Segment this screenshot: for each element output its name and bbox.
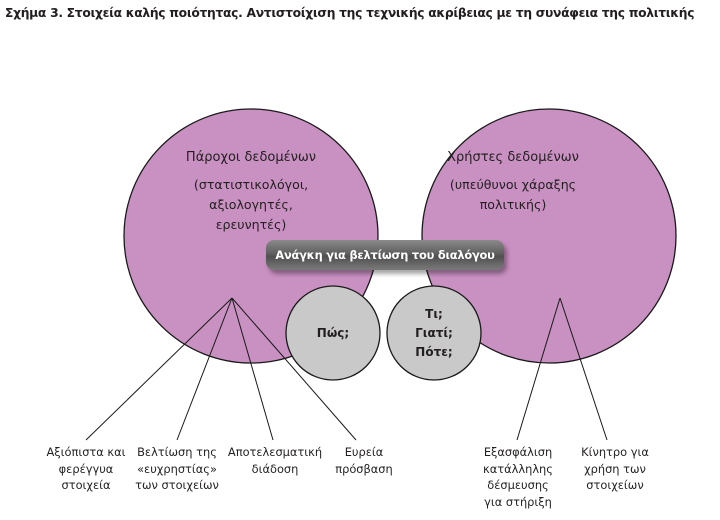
label-line: Βελτίωση της xyxy=(137,445,217,459)
label-line: στοιχείων xyxy=(586,478,644,492)
providers-subtitle-line: αξιολογητές, xyxy=(209,197,293,212)
label-line: Εξασφάλιση xyxy=(483,445,553,459)
commitment-label: Εξασφάλιση κατάλληλης δέσμευσης για στήρ… xyxy=(470,444,566,510)
label-line: των στοιχείων xyxy=(135,478,219,492)
label-line: διάδοση xyxy=(251,461,299,476)
providers-heading: Πάροχοι δεδομένων xyxy=(185,150,317,165)
figure-title: Σχήμα 3. Στοιχεία καλής ποιότητας. Αντισ… xyxy=(5,6,695,20)
dissemination-label: Αποτελεσματική διάδοση xyxy=(222,444,328,477)
label-line: Ευρεία xyxy=(344,445,384,459)
users-circle xyxy=(421,108,677,364)
users-heading: Χρήστες δεδομένων xyxy=(447,150,579,165)
label-line: φερέγγυα xyxy=(58,461,114,476)
dialogue-banner: Ανάγκη για βελτίωση του διαλόγου xyxy=(266,240,504,270)
label-line: χρήση των xyxy=(584,461,646,476)
what-why-when-label: Τι; Γιατί; Πότε; xyxy=(389,305,479,362)
connector-line xyxy=(85,297,233,441)
provider-connectors xyxy=(85,297,357,441)
users-subtitle-line: (υπεύθυνοι χάραξης xyxy=(449,177,577,192)
label-line: Αξιόπιστα και xyxy=(46,445,126,459)
when-label: Πότε; xyxy=(415,345,453,359)
reliable-data-label: Αξιόπιστα και φερέγγυα στοιχεία xyxy=(26,444,146,494)
label-line: κατάλληλης xyxy=(483,461,553,476)
providers-subtitle-line: (στατιστικολόγοι, xyxy=(193,177,309,192)
label-line: για στήριξη xyxy=(484,494,552,509)
why-label: Γιατί; xyxy=(415,326,453,340)
providers-subtitle-line: ερευνητές) xyxy=(215,217,287,232)
dialogue-banner-label: Ανάγκη για βελτίωση του διαλόγου xyxy=(275,248,495,262)
label-line: «ευχρηστίας» xyxy=(137,461,217,476)
incentive-label: Κίνητρο για χρήση των στοιχείων xyxy=(570,444,660,494)
label-line: πρόσβαση xyxy=(335,461,393,476)
usability-label: Βελτίωση της «ευχρηστίας» των στοιχείων xyxy=(122,444,232,494)
label-line: δέσμευσης xyxy=(487,478,549,492)
what-label: Τι; xyxy=(425,307,443,321)
users-subtitle: (υπεύθυνοι χάραξης πολιτικής) xyxy=(413,175,613,215)
access-label: Ευρεία πρόσβαση xyxy=(326,444,402,477)
label-line: Κίνητρο για xyxy=(581,445,649,459)
connector-line xyxy=(516,297,561,441)
connector-line xyxy=(176,297,233,441)
how-label: Πώς; xyxy=(316,326,350,340)
how-bubble xyxy=(285,285,381,381)
connector-line xyxy=(231,297,357,441)
users-subtitle-line: πολιτικής) xyxy=(479,197,547,212)
connector-line xyxy=(231,297,274,441)
user-connectors xyxy=(516,297,608,441)
what-why-when-bubble xyxy=(386,285,482,381)
label-line: Αποτελεσματική xyxy=(227,445,323,459)
label-line: στοιχεία xyxy=(61,478,111,492)
connector-line xyxy=(559,297,608,441)
providers-subtitle: (στατιστικολόγοι, αξιολογητές, ερευνητές… xyxy=(151,175,351,235)
